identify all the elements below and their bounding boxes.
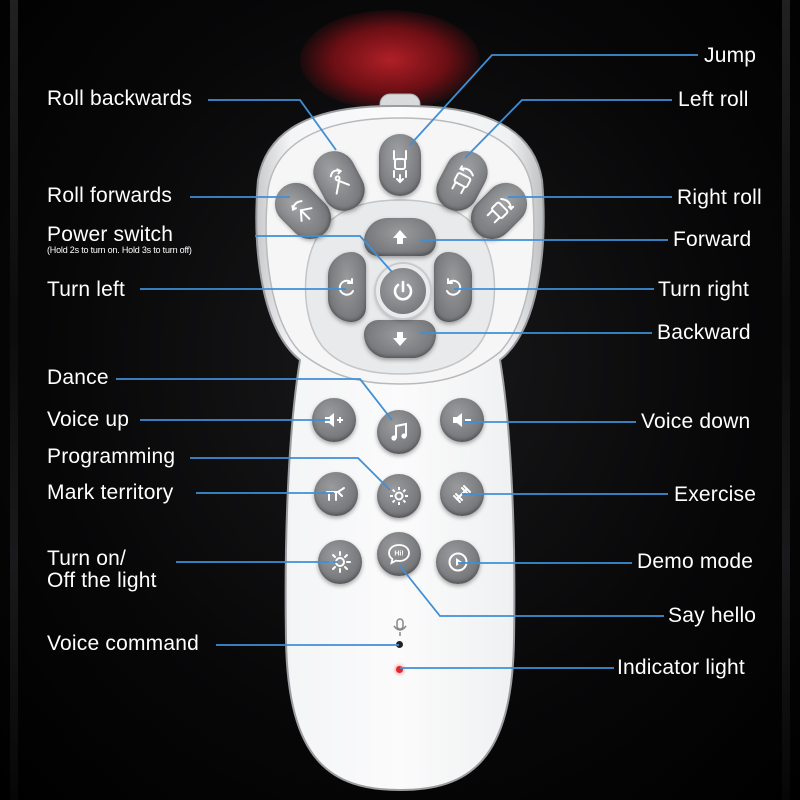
backward-button[interactable]: [364, 320, 436, 358]
label-voice-command: Voice command: [47, 632, 200, 655]
dog-leg-up-icon: [326, 487, 345, 501]
jump-icon: [393, 150, 407, 184]
play-icon: [448, 552, 468, 572]
programming-button[interactable]: [377, 474, 421, 518]
hello-icon-text: Hi!: [394, 551, 403, 558]
exercise-button[interactable]: [440, 472, 484, 516]
indicator-light: [396, 666, 403, 673]
background-edge-right: [782, 0, 790, 800]
volume-down-icon: [453, 413, 471, 427]
roll-forwards-button[interactable]: [266, 174, 340, 248]
label-voice-down: Voice down: [641, 410, 751, 433]
label-left-roll: Left roll: [678, 88, 749, 111]
background-edge-left: [10, 0, 18, 800]
right-roll-icon: [486, 197, 515, 224]
label-demo-mode: Demo mode: [637, 550, 754, 573]
gear-icon: [390, 487, 408, 505]
label-right-roll: Right roll: [677, 186, 762, 209]
label-programming: Programming: [47, 445, 176, 468]
jump-button[interactable]: [379, 134, 421, 196]
power-icon: [393, 280, 413, 301]
label-forward: Forward: [673, 228, 752, 251]
label-dance: Dance: [47, 366, 109, 389]
demo-mode-button[interactable]: [436, 540, 480, 584]
label-light-line1: Turn on/: [47, 547, 127, 570]
speech-bubble-icon: Hi!: [388, 544, 410, 565]
label-backward: Backward: [657, 321, 751, 344]
arrow-up-icon: [393, 230, 407, 244]
label-turn-left: Turn left: [47, 278, 126, 301]
label-power-note: (Hold 2s to turn on. Hold 3s to turn off…: [47, 245, 192, 255]
arrow-down-icon: [393, 332, 407, 346]
voice-down-button[interactable]: [440, 398, 484, 442]
music-note-icon: [391, 422, 407, 441]
dumbbell-icon: [453, 485, 471, 503]
label-exercise: Exercise: [674, 483, 757, 506]
mark-territory-button[interactable]: [314, 472, 358, 516]
label-power-switch: Power switch: [47, 223, 174, 246]
label-jump: Jump: [704, 44, 757, 67]
rotate-left-icon: [338, 278, 354, 296]
say-hello-button[interactable]: Hi!: [377, 532, 421, 576]
rotate-right-icon: [446, 278, 462, 296]
roll-backwards-icon: [329, 168, 350, 195]
forward-button[interactable]: [364, 218, 436, 256]
voice-up-button[interactable]: [312, 398, 356, 442]
turn-left-button[interactable]: [328, 252, 366, 322]
right-roll-button[interactable]: [462, 174, 536, 248]
sun-icon: [329, 551, 351, 573]
microphone-icon: [393, 618, 407, 636]
left-roll-icon: [451, 165, 474, 195]
volume-up-icon: [325, 413, 343, 427]
label-voice-up: Voice up: [47, 408, 130, 431]
microphone-hole: [396, 641, 403, 648]
label-roll-forwards: Roll forwards: [47, 184, 173, 207]
turn-right-button[interactable]: [434, 252, 472, 322]
power-button[interactable]: [376, 264, 430, 318]
label-indicator-light: Indicator light: [617, 656, 745, 679]
roll-backwards-button[interactable]: [305, 143, 373, 219]
dance-button[interactable]: [377, 410, 421, 454]
label-turn-right: Turn right: [658, 278, 750, 301]
label-mark-territory: Mark territory: [47, 481, 174, 504]
label-roll-backwards: Roll backwards: [47, 87, 193, 110]
left-roll-button[interactable]: [428, 143, 496, 219]
light-button[interactable]: [318, 540, 362, 584]
roll-forwards-icon: [291, 200, 313, 222]
label-say-hello: Say hello: [668, 604, 757, 627]
label-light-line2: Off the light: [47, 569, 157, 592]
